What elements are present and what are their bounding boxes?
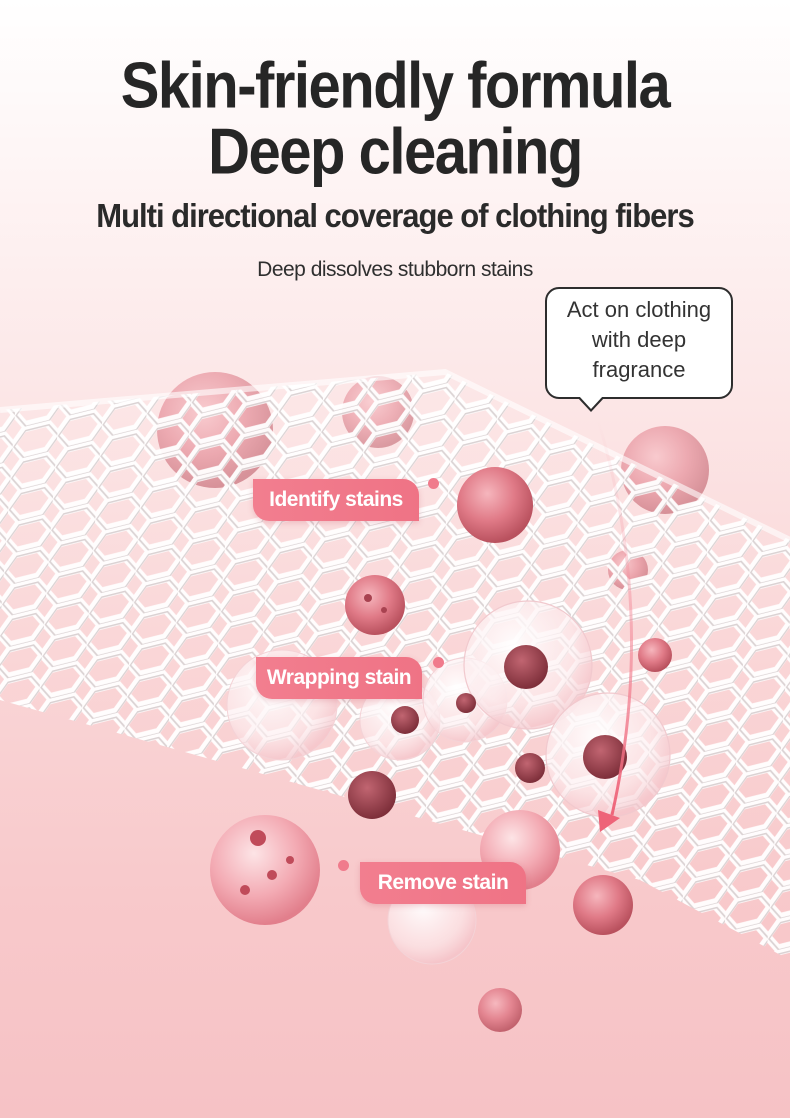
cleansing-bubble	[226, 600, 671, 965]
stain-droplet	[210, 467, 672, 1032]
remove-stain-label: Remove stain	[360, 862, 526, 904]
wrapping-stain-label: Wrapping stain	[256, 657, 422, 699]
callout-line-1: Act on clothing	[566, 297, 712, 322]
fiber-mesh-graphic	[0, 368, 790, 1032]
callout-line-2: with deep	[591, 327, 687, 352]
callout-line-3: fragrance	[592, 357, 686, 382]
subheading: Multi directional coverage of clothing f…	[96, 196, 694, 235]
fragrance-arrow	[596, 419, 633, 832]
wrapping-marker-dot	[433, 657, 444, 668]
fragrance-callout: Act on clothing with deep fragrance	[545, 287, 733, 412]
remove-marker-dot	[338, 860, 349, 871]
callout-tail-fill	[579, 396, 603, 409]
identify-stains-label: Identify stains	[253, 479, 419, 521]
headline-line-2: Deep cleaning	[208, 115, 583, 188]
headline-line-1: Skin-friendly formula	[120, 49, 671, 122]
identify-marker-dot	[428, 478, 439, 489]
tagline: Deep dissolves stubborn stains	[257, 258, 533, 281]
